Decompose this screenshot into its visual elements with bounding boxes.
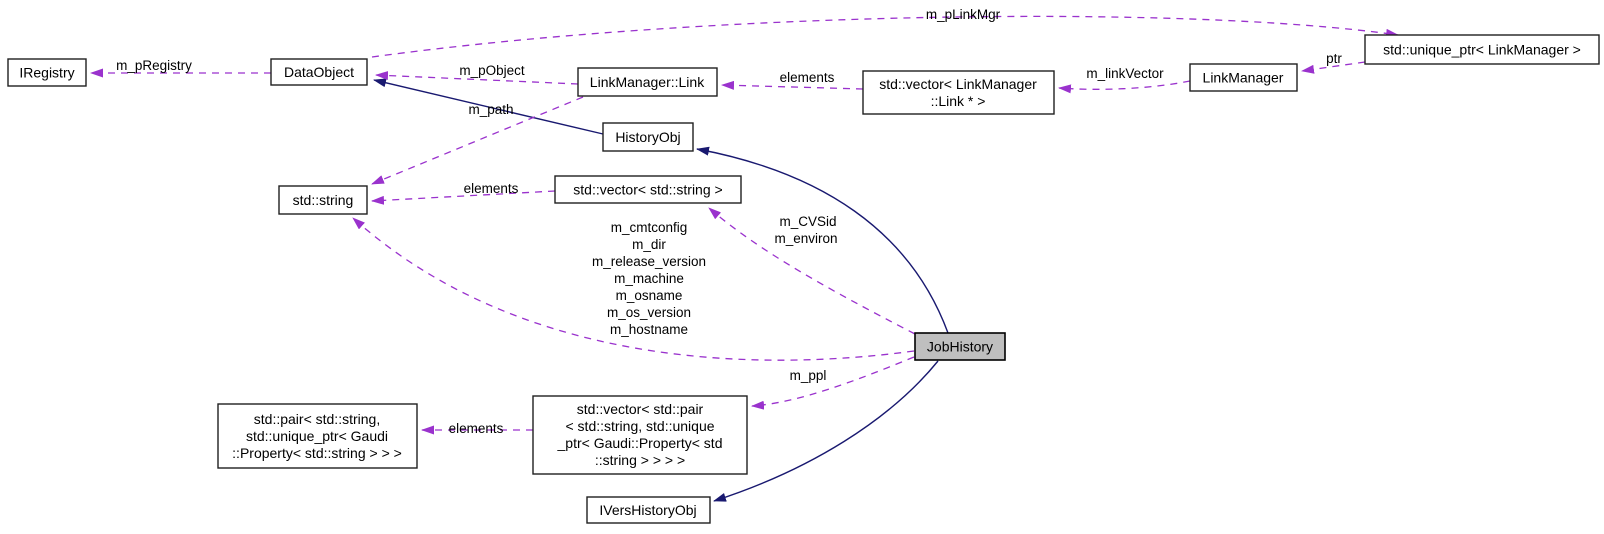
node-std-string-label: std::string: [293, 192, 354, 208]
node-iregistry-label: IRegistry: [19, 65, 74, 81]
inheritance-edge-jobhistory-ivershistoryobj: [713, 360, 939, 502]
node-vector-linkmanager-link-line1: std::vector< LinkManager: [879, 76, 1037, 92]
edge-label-m-linkvector: m_linkVector: [1086, 66, 1164, 81]
node-linkmanager-link-label: LinkManager::Link: [590, 74, 705, 90]
edge-members-strings: [352, 217, 915, 361]
node-dataobject-label: DataObject: [284, 64, 354, 80]
edge-label-m-environ: m_environ: [774, 231, 837, 246]
edge-label-m-plinkmgr: m_pLinkMgr: [926, 7, 1001, 22]
node-std-pair-line1: std::pair< std::string,: [254, 411, 380, 427]
node-linkmanager[interactable]: LinkManager: [1189, 63, 1298, 92]
edge-label-m-cvsid: m_CVSid: [779, 214, 836, 229]
edge-m-cvsid-environ: [708, 207, 916, 335]
node-ivershistoryobj[interactable]: IVersHistoryObj: [586, 496, 711, 524]
node-iregistry[interactable]: IRegistry: [7, 58, 87, 87]
node-vector-pair-line2: < std::string, std::unique: [565, 418, 714, 434]
inheritance-edge-jobhistory-historyobj: [696, 146, 949, 334]
node-std-string[interactable]: std::string: [278, 185, 368, 215]
edge-label-m-pregistry: m_pRegistry: [116, 58, 192, 73]
node-vector-pair-line3: _ptr< Gaudi::Property< std: [557, 435, 723, 451]
edge-label-ptr: ptr: [1326, 51, 1342, 66]
edge-label-m-hostname: m_hostname: [610, 322, 688, 337]
node-dataobject[interactable]: DataObject: [270, 58, 368, 86]
node-std-pair-line3: ::Property< std::string > > >: [232, 445, 402, 461]
node-vector-pair-line4: ::string > > > >: [595, 452, 685, 468]
node-vector-string-label: std::vector< std::string >: [573, 182, 722, 198]
node-jobhistory[interactable]: JobHistory: [914, 332, 1006, 361]
node-vector-linkmanager-link[interactable]: std::vector< LinkManager ::Link * >: [862, 70, 1055, 115]
inheritance-edge-historyobj-dataobject: [373, 78, 604, 135]
node-std-pair[interactable]: std::pair< std::string, std::unique_ptr<…: [217, 403, 418, 469]
node-ivershistoryobj-label: IVersHistoryObj: [599, 502, 696, 518]
edge-elements-string: [371, 190, 556, 205]
edge-elements-link: [721, 80, 864, 90]
node-linkmanager-link[interactable]: LinkManager::Link: [577, 67, 718, 97]
node-vector-pair-line1: std::vector< std::pair: [577, 401, 704, 417]
edge-label-m-pobject: m_pObject: [459, 63, 525, 78]
edge-label-m-path: m_path: [468, 102, 513, 117]
node-unique-ptr-linkmanager[interactable]: std::unique_ptr< LinkManager >: [1364, 34, 1600, 65]
edge-label-m-os-version: m_os_version: [607, 305, 691, 320]
edge-label-elements-link: elements: [780, 70, 835, 85]
edge-label-elements-string: elements: [464, 181, 519, 196]
node-jobhistory-label: JobHistory: [927, 339, 993, 355]
edge-label-m-ppl: m_ppl: [790, 368, 827, 383]
edge-label-elements-pair: elements: [449, 421, 504, 436]
edge-label-m-osname: m_osname: [616, 288, 683, 303]
node-unique-ptr-linkmanager-label: std::unique_ptr< LinkManager >: [1383, 42, 1581, 58]
node-linkmanager-label: LinkManager: [1203, 70, 1284, 86]
node-vector-pair[interactable]: std::vector< std::pair < std::string, st…: [532, 395, 748, 475]
edge-label-m-dir: m_dir: [632, 237, 666, 252]
node-historyobj[interactable]: HistoryObj: [602, 122, 694, 152]
edge-m-plinkmgr: [371, 15, 1399, 58]
node-historyobj-label: HistoryObj: [615, 129, 680, 145]
edge-label-m-machine: m_machine: [614, 271, 684, 286]
edge-m-linkvector: [1058, 80, 1191, 94]
edge-m-ppl: [751, 356, 915, 410]
node-std-pair-line2: std::unique_ptr< Gaudi: [246, 428, 388, 444]
edge-ptr: [1301, 61, 1366, 74]
edge-label-m-cmtconfig: m_cmtconfig: [611, 220, 688, 235]
node-vector-linkmanager-link-line2: ::Link * >: [931, 93, 986, 109]
node-vector-string[interactable]: std::vector< std::string >: [554, 175, 742, 204]
edge-label-m-release-version: m_release_version: [592, 254, 706, 269]
